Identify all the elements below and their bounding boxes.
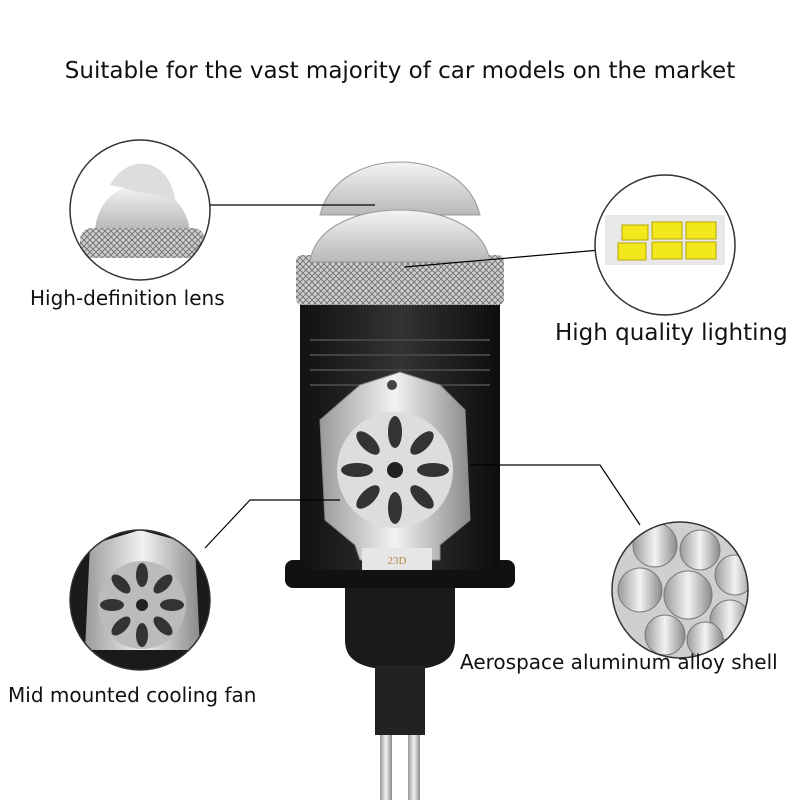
- lens-lower: [309, 209, 491, 263]
- page-title: Suitable for the vast majority of car mo…: [64, 58, 736, 84]
- plate-marking: 23D: [388, 555, 407, 567]
- knurled-ring: [296, 255, 504, 305]
- feature-label-shell: Aerospace aluminum alloy shell: [460, 650, 778, 674]
- fan-closeup-circle: [70, 530, 210, 670]
- lens-upper: [319, 161, 481, 216]
- feature-label-lighting: High quality lighting: [555, 320, 788, 346]
- aluminum-rods-closeup-circle: [612, 522, 748, 658]
- lens-closeup-circle: [70, 140, 210, 280]
- bulb-base: [285, 560, 515, 800]
- fan-plate: 23D: [319, 371, 471, 570]
- feature-label-lens: High-definition lens: [30, 286, 225, 310]
- feature-label-fan: Mid mounted cooling fan: [8, 683, 257, 707]
- led-chip-closeup-circle: [595, 175, 735, 315]
